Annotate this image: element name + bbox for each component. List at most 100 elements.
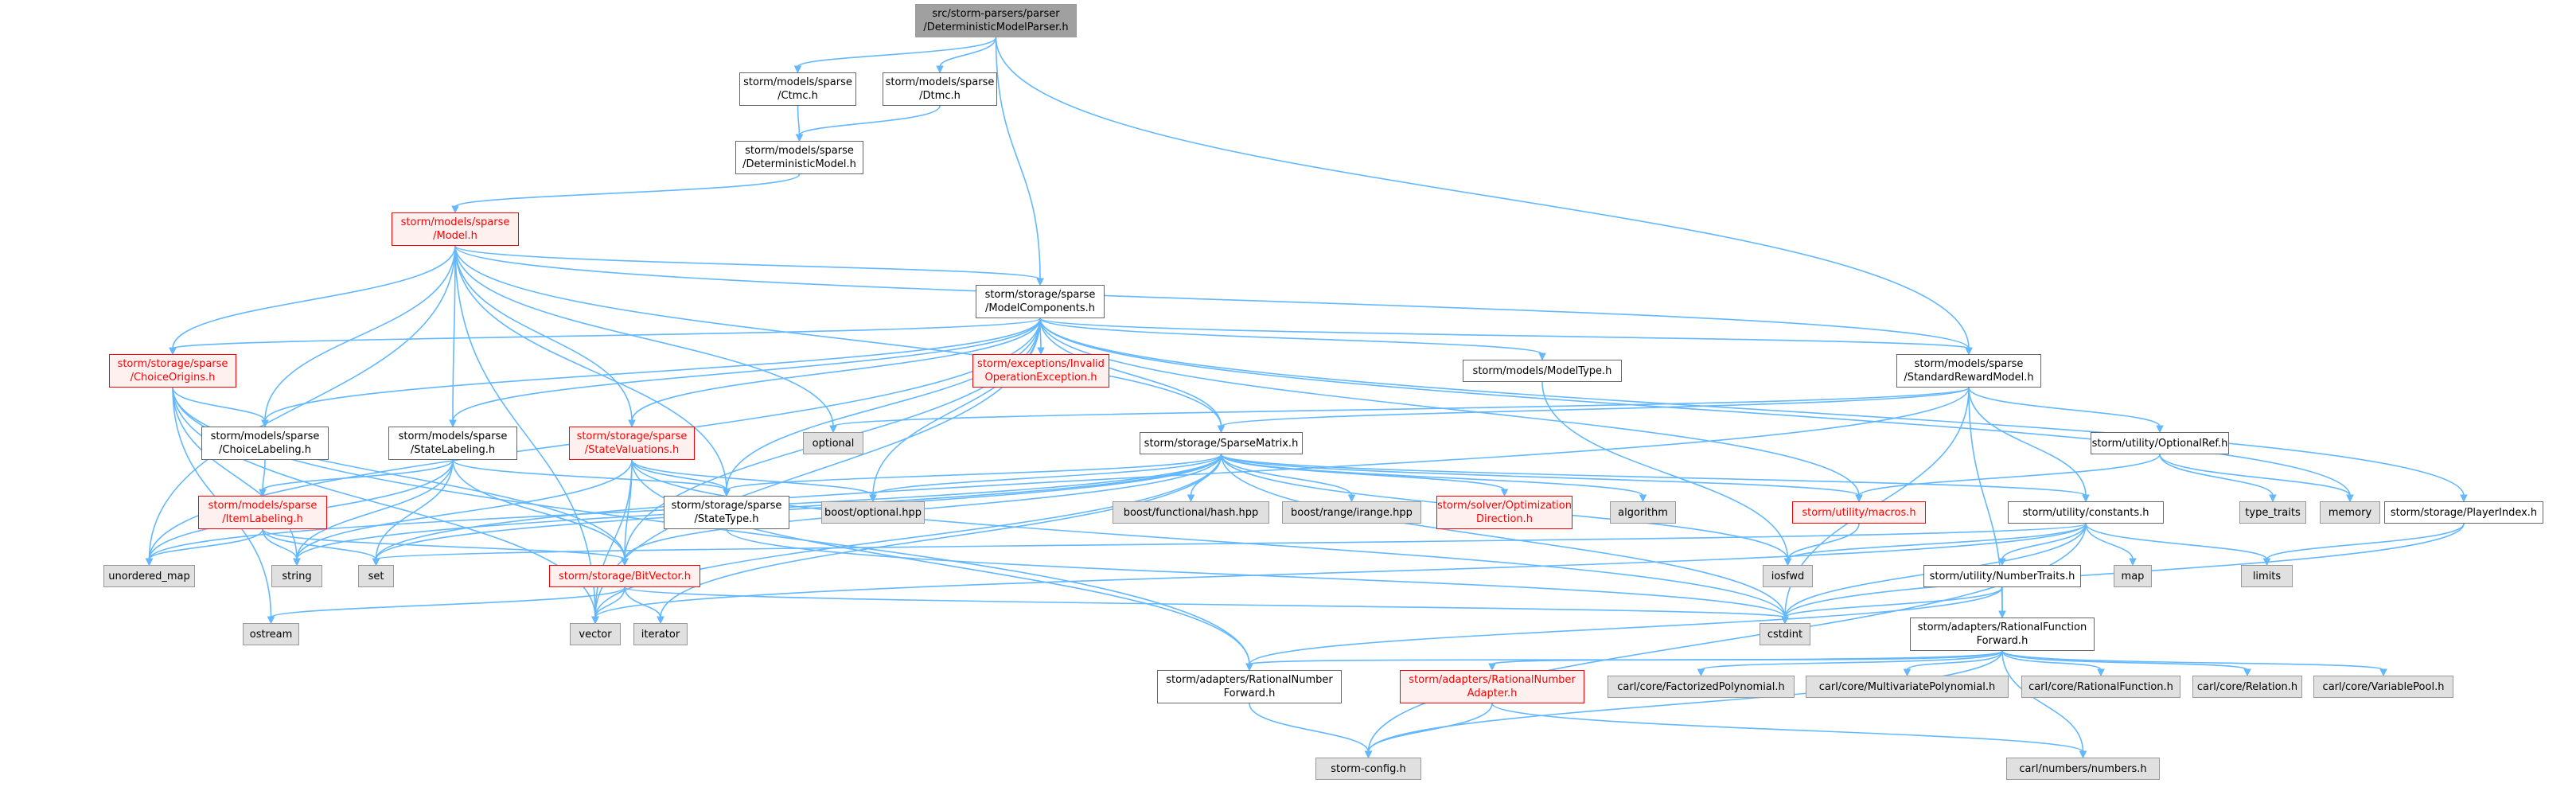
edge-dtmc-to-detmodel: [798, 105, 941, 136]
node-root[interactable]: src/storm-parsers/parser /DeterministicM…: [915, 4, 1077, 37]
edge-ratfuncfwd-to-ratnumfwd: [1249, 650, 2003, 665]
node-sparsematrix[interactable]: storm/storage/SparseMatrix.h: [1140, 432, 1303, 454]
node-numbertraits[interactable]: storm/utility/NumberTraits.h: [1923, 565, 2081, 587]
edge-modelcomp-to-stateval: [631, 318, 1041, 422]
node-carlvarpool[interactable]: carl/core/VariablePool.h: [2313, 676, 2453, 698]
edge-modelcomp-to-playerindex: [1039, 318, 2465, 497]
node-macros[interactable]: storm/utility/macros.h: [1792, 501, 1926, 524]
node-algorithm[interactable]: algorithm: [1610, 501, 1676, 524]
edge-statelab-to-set: [375, 459, 454, 560]
node-invalidop[interactable]: storm/exceptions/Invalid OperationExcept…: [972, 354, 1109, 388]
arrowhead-constants-to-iosfwd: [1783, 558, 1792, 567]
arrowhead-sparsematrix-to-boostopt: [869, 494, 877, 503]
node-carlrel[interactable]: carl/core/Relation.h: [2192, 676, 2302, 698]
node-vector[interactable]: vector: [570, 623, 621, 645]
node-stateval[interactable]: storm/storage/sparse /StateValuations.h: [569, 427, 695, 460]
edge-ratfuncfwd-to-ratnumadapter: [1491, 650, 2003, 665]
edge-ratfuncfwd-to-carlnumbers: [2001, 650, 2084, 753]
node-choiceorig[interactable]: storm/storage/sparse /ChoiceOrigins.h: [109, 354, 236, 388]
node-itemlab[interactable]: storm/models/sparse /ItemLabeling.h: [198, 496, 327, 529]
edge-model-to-statelab: [452, 245, 456, 422]
node-set[interactable]: set: [358, 565, 394, 587]
node-iterator[interactable]: iterator: [633, 623, 688, 645]
edge-itemlab-to-set: [262, 528, 377, 560]
edge-playerindex-to-limits: [2266, 523, 2465, 560]
node-stdreward[interactable]: storm/models/sparse /StandardRewardModel…: [1896, 354, 2041, 388]
edge-ratfuncfwd-to-carlvarpool: [2001, 650, 2384, 671]
node-optional[interactable]: optional: [803, 432, 863, 454]
node-carlfact[interactable]: carl/core/FactorizedPolynomial.h: [1608, 676, 1795, 698]
edge-optref-to-macros: [1858, 454, 2161, 497]
arrowhead-stdreward-to-sparsematrix: [1217, 425, 1226, 434]
node-unorderedmap[interactable]: unordered_map: [103, 565, 195, 587]
arrowhead-sparsematrix-to-boosthash: [1187, 494, 1195, 503]
node-ratnumfwd[interactable]: storm/adapters/RationalNumber Forward.h: [1157, 670, 1342, 703]
node-limits[interactable]: limits: [2241, 565, 2293, 587]
edge-sparsematrix-to-set: [375, 454, 1222, 560]
node-detmodel[interactable]: storm/models/sparse /DeterministicModel.…: [735, 141, 863, 174]
edge-bitvector-to-cstdint: [624, 586, 1786, 618]
node-ratfuncfwd[interactable]: storm/adapters/RationalFunction Forward.…: [1910, 618, 2095, 651]
node-bitvector[interactable]: storm/storage/BitVector.h: [549, 565, 700, 587]
node-ostream[interactable]: ostream: [243, 623, 299, 645]
edge-constants-to-numbertraits: [2001, 523, 2087, 560]
arrowhead-ratfuncfwd-to-carlvarpool: [2379, 668, 2387, 677]
edge-ctmc-to-detmodel: [797, 105, 801, 136]
edge-sparsematrix-to-iterator: [660, 454, 1222, 618]
arrowhead-ratfuncfwd-to-ratnumadapter: [1488, 663, 1496, 672]
node-boostopt[interactable]: boost/optional.hpp: [821, 501, 925, 524]
arrowhead-dtmc-to-detmodel: [795, 134, 804, 142]
node-modeltype[interactable]: storm/models/ModelType.h: [1463, 360, 1622, 382]
arrowhead-modelcomp-to-choiceorig: [169, 347, 177, 356]
node-carlratfunc[interactable]: carl/core/RationalFunction.h: [2021, 676, 2180, 698]
node-playerindex[interactable]: storm/storage/PlayerIndex.h: [2384, 501, 2543, 524]
arrowhead-ratfuncfwd-to-ratnumfwd: [1245, 663, 1253, 672]
arrowhead-stdreward-to-optional: [829, 425, 837, 434]
edge-sparsematrix-to-macros: [1220, 454, 1860, 497]
edge-ratfuncfwd-to-carlmulti: [1906, 650, 2003, 671]
edge-constants-to-set: [375, 523, 2087, 560]
node-cstdint[interactable]: cstdint: [1760, 623, 1810, 645]
node-ctmc[interactable]: storm/models/sparse /Ctmc.h: [739, 72, 856, 106]
node-ratnumadapter[interactable]: storm/adapters/RationalNumber Adapter.h: [1400, 670, 1584, 703]
node-model[interactable]: storm/models/sparse /Model.h: [392, 212, 519, 246]
edge-numbertraits-to-ratnumfwd: [1249, 586, 2003, 665]
edge-stdreward-to-constants: [1968, 387, 2087, 497]
node-stormconfig[interactable]: storm-config.h: [1315, 758, 1421, 780]
edge-statelab-to-bitvector: [452, 459, 625, 560]
node-statelab[interactable]: storm/models/sparse /StateLabeling.h: [388, 427, 517, 460]
node-dtmc[interactable]: storm/models/sparse /Dtmc.h: [883, 72, 997, 106]
edge-modeltype-to-iosfwd: [1541, 381, 1789, 560]
node-boostrange[interactable]: boost/range/irange.hpp: [1282, 501, 1421, 524]
node-carlnumbers[interactable]: carl/numbers/numbers.h: [2006, 758, 2160, 780]
node-optdir[interactable]: storm/solver/Optimization Direction.h: [1436, 496, 1572, 529]
edge-root-to-dtmc: [939, 37, 997, 68]
node-memory[interactable]: memory: [2320, 501, 2380, 524]
arrowhead-numbertraits-to-cstdint: [1781, 616, 1789, 625]
node-statetype[interactable]: storm/storage/sparse /StateType.h: [664, 496, 789, 529]
edge-choiceorig-to-bitvector: [172, 387, 625, 560]
node-iosfwd[interactable]: iosfwd: [1763, 565, 1813, 587]
node-string[interactable]: string: [271, 565, 322, 587]
edge-stateval-to-boostopt: [631, 459, 874, 497]
node-optref[interactable]: storm/utility/OptionalRef.h: [2091, 432, 2229, 454]
arrowhead-sparsematrix-to-statetype: [723, 489, 731, 497]
node-map[interactable]: map: [2114, 565, 2152, 587]
node-typetraits[interactable]: type_traits: [2239, 501, 2306, 524]
arrowhead-sparsematrix-to-boostrange: [1347, 494, 1356, 503]
edge-model-to-stdreward: [454, 245, 1970, 349]
arrowhead-sparsematrix-to-algorithm: [1639, 494, 1647, 503]
edge-sparsematrix-to-algorithm: [1220, 454, 1644, 497]
edge-sparsematrix-to-boostrange: [1220, 454, 1353, 497]
arrowhead-modelcomp-to-invalidop: [1037, 347, 1045, 356]
edge-ratfuncfwd-to-stormconfig: [1367, 650, 2003, 753]
node-boosthash[interactable]: boost/functional/hash.hpp: [1113, 501, 1269, 524]
edge-model-to-sparsematrix: [454, 245, 1222, 427]
node-carlmulti[interactable]: carl/core/MultivariatePolynomial.h: [1806, 676, 2009, 698]
node-constants[interactable]: storm/utility/constants.h: [2008, 501, 2164, 524]
edge-modelcomp-to-stdreward: [1039, 318, 1970, 349]
node-choicelab[interactable]: storm/models/sparse /ChoiceLabeling.h: [201, 427, 329, 460]
arrowhead-modelcomp-to-stdreward: [1965, 347, 1973, 356]
node-modelcomp[interactable]: storm/storage/sparse /ModelComponents.h: [976, 285, 1105, 318]
